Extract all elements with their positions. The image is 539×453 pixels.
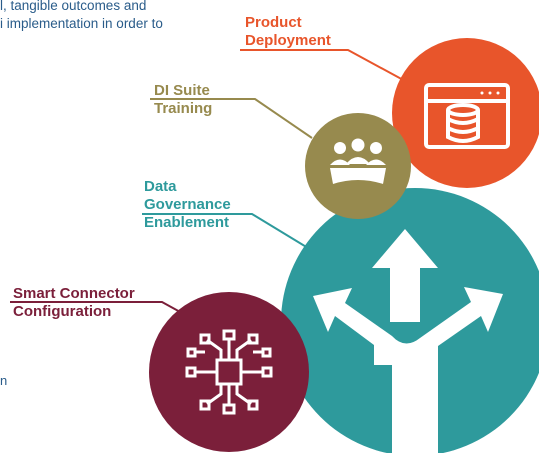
text-fragment: n: [0, 373, 8, 388]
intro-line-1: l, tangible outcomes and: [0, 0, 147, 13]
di-suite-training-circle: [305, 113, 411, 219]
label-di-suite-training-line1: DI Suite: [154, 82, 210, 99]
label-product-deployment-line1: Product: [245, 14, 302, 31]
label-product-deployment: Product Deployment: [245, 14, 331, 50]
label-data-governance-line2: Governance: [144, 196, 231, 213]
connector-product-deployment: [240, 49, 419, 89]
people-group-icon: [330, 138, 386, 184]
branching-arrows-icon: [313, 229, 503, 453]
database-window-icon: [424, 83, 510, 149]
connector-data-governance: [142, 213, 309, 249]
label-smart-connector-line2: Configuration: [13, 303, 112, 320]
smart-connector-circle: [149, 292, 309, 452]
label-smart-connector-line1: Smart Connector: [13, 285, 135, 302]
intro-text: l, tangible outcomes and i implementatio…: [0, 0, 230, 33]
label-smart-connector: Smart Connector Configuration: [13, 285, 135, 321]
connector-di-suite-training: [150, 98, 313, 139]
label-product-deployment-line2: Deployment: [245, 32, 331, 49]
label-data-governance-line1: Data: [144, 178, 177, 195]
intro-line-2: i implementation in order to: [0, 16, 163, 31]
label-di-suite-training: DI Suite Training: [154, 82, 212, 118]
label-di-suite-training-line2: Training: [154, 100, 213, 117]
label-data-governance-line3: Enablement: [144, 214, 230, 231]
network-chip-icon: [185, 329, 273, 415]
label-data-governance: Data Governance Enablement: [144, 178, 231, 232]
